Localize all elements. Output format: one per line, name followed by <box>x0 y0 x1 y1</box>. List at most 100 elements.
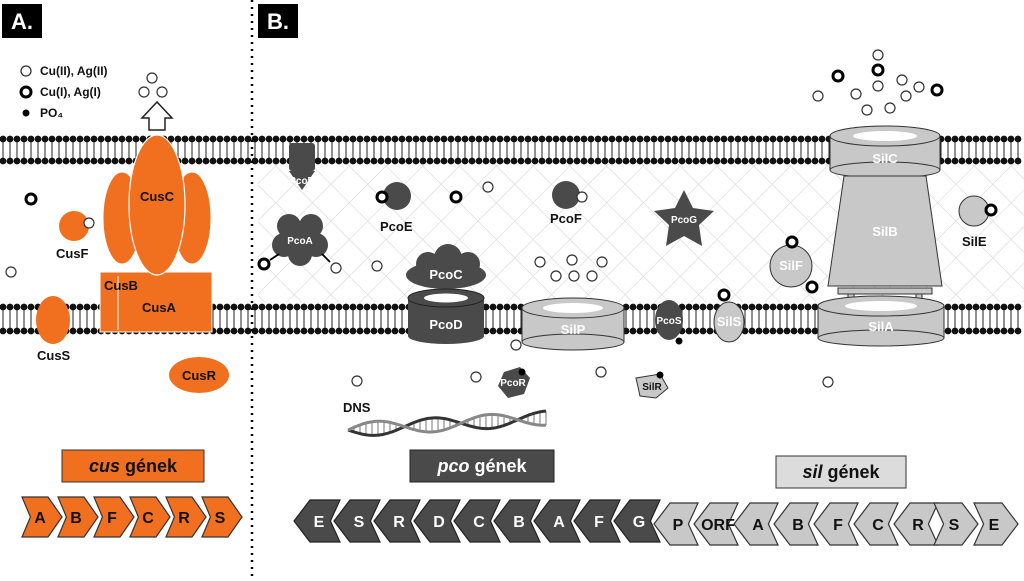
gene-arrow-sil-a: A <box>733 502 779 546</box>
svg-text:B.: B. <box>267 9 289 34</box>
gene-arrow-cus-c: C <box>129 496 171 538</box>
gene-label: F <box>107 510 117 527</box>
silE-label: SilE <box>962 234 987 249</box>
gene-arrow-sil-c: C <box>853 502 899 546</box>
gene-label: ORF <box>701 517 735 534</box>
gene-label: B <box>70 510 82 527</box>
gene-arrow-cus-b: B <box>57 496 99 538</box>
cusB-label: CusB <box>104 278 138 293</box>
gene-arrow-pco-a: A <box>533 499 581 543</box>
pcoE-label: PcoE <box>380 219 413 234</box>
pcoB-protein <box>289 143 315 171</box>
sil-header-italic: sil <box>802 462 823 482</box>
legend-dot-icon <box>22 109 30 117</box>
legend-open-circle-icon <box>20 65 32 77</box>
pcoS-protein <box>655 300 683 340</box>
gene-label: E <box>989 517 1000 534</box>
gene-arrow-sil-p: P <box>653 502 699 546</box>
gene-arrow-cus-a: A <box>21 496 63 538</box>
gene-label: C <box>473 514 485 531</box>
gene-arrow-cus-r: R <box>165 496 207 538</box>
gene-arrow-cus-s: S <box>201 496 243 538</box>
cusC-label: CusC <box>140 189 175 204</box>
gene-arrow-sil-f: F <box>813 502 859 546</box>
pco-header-rest: gének <box>469 456 527 476</box>
gene-arrow-pco-c: C <box>453 499 501 543</box>
gene-label: S <box>215 510 226 527</box>
gene-arrow-sil-orf: ORF <box>693 502 739 546</box>
pcoS-label: PcoS <box>656 316 681 327</box>
silA-protein <box>817 295 945 347</box>
pco-genes-header: pco gének <box>409 449 555 483</box>
silC-protein <box>829 125 941 179</box>
pcoF-protein <box>552 181 580 209</box>
gene-label: R <box>178 510 190 527</box>
cusR-label: CusR <box>182 368 217 383</box>
gene-label: R <box>393 514 405 531</box>
legend-item-label: Cu(I), Ag(I) <box>40 85 101 99</box>
silE-protein <box>958 195 990 227</box>
pcoF-label: PcoF <box>550 211 582 226</box>
pco-system: PcoB PcoA PcoE PcoF PcoG <box>257 143 714 398</box>
outer-membrane <box>0 135 1024 165</box>
gene-label: S <box>949 517 960 534</box>
gene-arrow-sil-e: E <box>973 502 1019 546</box>
sil-system: SilP SilS SilR SilC SilB <box>521 49 998 399</box>
gene-label: C <box>872 517 884 534</box>
svg-text:A.: A. <box>11 9 33 34</box>
gene-arrow-pco-r: R <box>373 499 421 543</box>
gene-arrow-pco-d: D <box>413 499 461 543</box>
cusF-protein <box>59 211 89 241</box>
silS-protein <box>713 301 745 343</box>
silR-protein <box>635 373 669 399</box>
gene-arrow-sil-b: B <box>773 502 819 546</box>
cusC-protein <box>128 134 186 276</box>
sil-header-rest: gének <box>822 462 880 482</box>
cus-header-italic: cus <box>89 456 120 476</box>
gene-label: A <box>34 510 46 527</box>
pcoD-label: PcoD <box>429 317 462 332</box>
panel-a-tag: A. <box>2 4 42 38</box>
pcoG-protein <box>654 190 714 246</box>
silB-protein <box>827 175 943 287</box>
gene-label: F <box>594 514 604 531</box>
gene-label: A <box>553 514 565 531</box>
dna-label: DNS <box>343 400 371 415</box>
gene-label: C <box>142 510 154 527</box>
cus-system: CusC CusB CusA CusF CusS CusR <box>5 72 229 393</box>
dna-helix <box>347 409 547 437</box>
gene-label: E <box>314 514 325 531</box>
gene-label: R <box>912 517 924 534</box>
pcoD-protein <box>407 288 485 344</box>
gene-arrow-pco-s: S <box>333 499 381 543</box>
legend-item-label: Cu(II), Ag(II) <box>40 64 108 78</box>
pcoE-protein <box>383 182 411 210</box>
legend-bold-circle-icon <box>19 85 33 99</box>
silR-label: SilR <box>642 382 662 393</box>
silP-protein <box>521 297 625 351</box>
gene-arrow-cus-f: F <box>93 496 135 538</box>
silF-label: SilF <box>779 258 803 273</box>
legend: Cu(II), Ag(II) Cu(I), Ag(I) PO₄ <box>19 64 108 120</box>
gene-label: B <box>792 517 804 534</box>
gene-arrow-pco-b: B <box>493 499 541 543</box>
cusS-protein <box>36 296 70 344</box>
pcoC-label: PcoC <box>429 267 463 282</box>
silB-label: SilB <box>872 224 897 239</box>
cusA-label: CusA <box>142 300 177 315</box>
svg-text:pco gének: pco gének <box>436 456 527 476</box>
silP-label: SilP <box>561 322 586 337</box>
pcoB-label: PcoB <box>289 176 315 187</box>
pco-header-italic: pco <box>436 456 469 476</box>
panel-b-tag: B. <box>258 4 298 38</box>
sil-genes-header: sil gének <box>775 455 907 489</box>
gene-arrow-pco-g: G <box>613 499 661 543</box>
gene-arrow-sil-s: S <box>933 502 979 546</box>
cus-header-rest: gének <box>120 456 178 476</box>
pcoC-protein <box>406 244 486 289</box>
pcoA-protein <box>272 214 328 266</box>
